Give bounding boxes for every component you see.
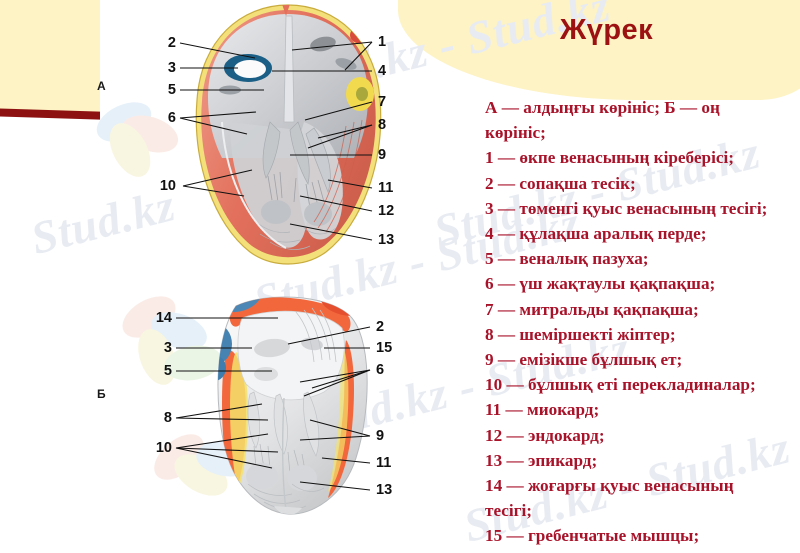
oval-foramen-opening [301,337,323,351]
papillary-muscle-left [261,200,291,224]
myocardium-striations [313,119,363,233]
legend-line: А — алдыңғы көрініс; Б — оң [485,98,720,117]
callout-a-right-4: 4 [378,63,387,79]
callout-a-right-7: 7 [378,94,387,110]
legend-line: 7 — митральды қақпақша; [485,299,699,319]
callout-a-right-11: 11 [378,180,394,196]
callout-b-left-3: 3 [163,340,172,356]
tricuspid-cusp-3 [303,391,320,457]
callout-b-right-11: 11 [376,455,392,471]
legend-list: А — алдыңғы көрініс; Б — оң көрініс; 1 —… [485,95,795,549]
legend-line: 13 — эпикард; [485,450,598,470]
callout-a-left-3: 3 [167,60,176,76]
callout-a-left-6: 6 [167,110,176,126]
foramen-ovale [234,60,266,78]
legend-line: 1 — өкпе венасының кіреберісі; [485,148,735,168]
papillary-muscle-right [304,202,332,226]
legend-line: 2 — сопақша тесік; [485,173,636,193]
vena-cava-branch [217,355,226,381]
callout-b-left-8: 8 [163,410,172,426]
callout-a-right-13: 13 [378,232,395,248]
tricuspid-valve-cusp [262,121,281,179]
legend-line: 6 — үш жақтаулы қақпақша; [485,274,716,294]
endocardium-layer [221,121,287,249]
papillary-muscle-b2 [287,465,317,491]
legend-line: 11 — миокард; [485,400,600,420]
heart-diagram-anterior [186,2,391,270]
callout-b-right-13: 13 [376,482,393,498]
epicardial-fat-strip [230,352,248,490]
panel-letter-a: А [97,79,106,93]
interventricular-septum [282,397,287,511]
legend-line: 4 — құлақша аралық перде; [485,224,707,244]
vena-cava-opening [254,338,290,358]
legend-line: 15 — гребенчатые мышцы; [485,526,700,546]
legend-line: 12 — эндокард; [485,425,605,445]
callout-a-left-2: 2 [167,35,176,51]
callout-b-left-10: 10 [155,440,172,456]
pectinate-muscles [295,307,337,363]
papillary-muscle-b1 [246,463,278,489]
callout-b-right-6: 6 [376,362,385,378]
callout-a-right-8: 8 [378,117,387,133]
legend-line: 3 — төменгі қуыс венасының тесігі; [485,198,768,218]
callout-a-right-9: 9 [378,147,387,163]
callout-b-right-15: 15 [376,340,393,356]
panel-letter-b: Б [97,387,106,401]
callout-a-left-10: 10 [159,178,176,194]
apex-notch [282,5,290,16]
page-title: Жүрек [560,14,654,46]
legend-line: тесігі; [485,501,532,521]
mitral-valve-cusp [289,121,310,185]
callout-b-left-5: 5 [163,363,172,379]
legend-line: 14 — жоғарғы қуыс венасының [485,476,734,496]
legend-line: 10 — бұлшық еті перекладиналар; [485,375,756,395]
callout-b-right-2: 2 [376,319,385,335]
callout-a-right-12: 12 [378,203,395,219]
callout-b-right-9: 9 [376,428,385,444]
legend-line: 5 — веналық пазуха; [485,249,649,269]
leader-lines [175,41,373,491]
callout-a-left-5: 5 [167,82,176,98]
coronary-artery-cross-section [356,87,368,101]
callout-a-right-1: 1 [378,34,387,50]
interatrial-septum [283,15,295,123]
pulmonary-vein-opening-2 [335,58,357,70]
chordae-tendineae [267,171,325,209]
legend-line: көрініс; [485,123,546,143]
mitral-valve-cusp-2 [305,127,331,194]
callout-b-left-14: 14 [155,310,172,326]
legend-line: 8 — шеміршекті жіптер; [485,324,676,344]
legend-line: 9 — емізікше бұлшық ет; [485,350,683,370]
